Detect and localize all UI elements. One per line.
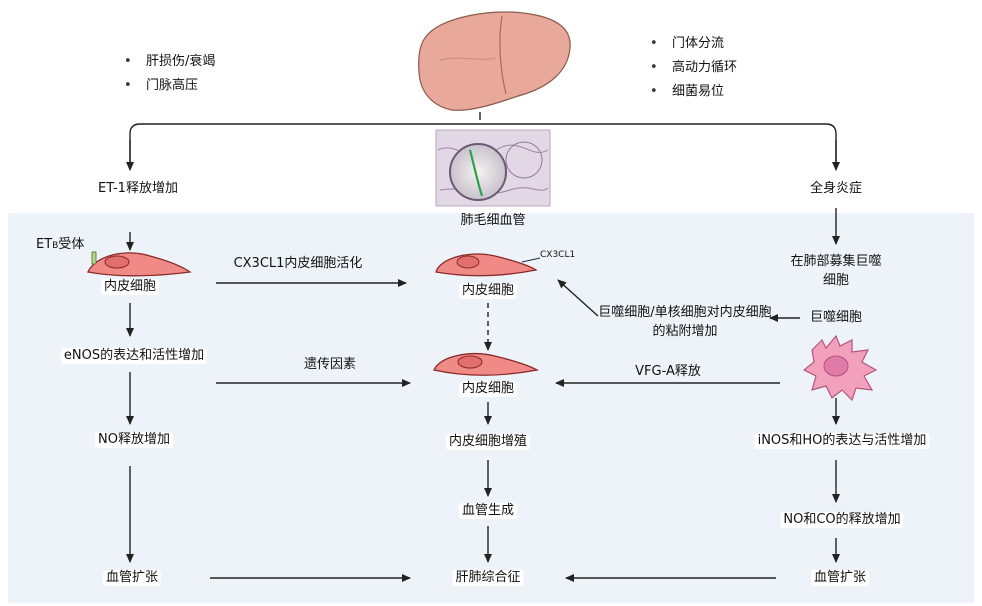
endothelial-cell-center — [434, 354, 537, 376]
risk-item: 高动力循环 — [650, 56, 737, 80]
genetic-factors-label: 遗传因素 — [304, 357, 356, 373]
endothelial-cell-label-center: 内皮细胞 — [459, 381, 517, 397]
cx3cl1-activation-label: CX3CL1内皮细胞活化 — [234, 256, 363, 272]
proliferation-label: 内皮细胞增殖 — [446, 434, 530, 450]
risk-item: 细菌易位 — [650, 80, 737, 104]
liver-illustration — [419, 12, 570, 110]
cx3cl1-pointer — [522, 258, 540, 262]
enos-label: eNOS的表达和活性增加 — [61, 348, 207, 364]
angiogenesis-label: 血管生成 — [459, 503, 517, 519]
liver-risk-list-left: 肝损伤/衰竭 门脉高压 — [124, 50, 215, 98]
hps-label: 肝肺综合征 — [452, 570, 523, 586]
etb-receptor-icon — [92, 252, 96, 264]
liver-risk-list-right: 门体分流 高动力循环 细菌易位 — [650, 32, 737, 104]
macrophage-illustration — [804, 336, 876, 400]
no-release-label: NO释放增加 — [95, 432, 173, 448]
inos-label: iNOS和HO的表达与活性增加 — [755, 433, 930, 449]
arrow-adhesion-to-cell — [558, 280, 598, 316]
risk-item: 门体分流 — [650, 32, 737, 56]
endothelial-cell-label-center-top: 内皮细胞 — [459, 283, 517, 299]
cx3cl1-tag: CX3CL1 — [540, 250, 575, 260]
vasodilation-label-right: 血管扩张 — [811, 570, 869, 586]
endothelial-cell-center-top — [436, 254, 540, 276]
et1-release-label: ET-1释放增加 — [98, 181, 178, 197]
no-co-label: NO和CO的释放增加 — [780, 512, 903, 528]
capillary-caption: 肺毛细血管 — [460, 213, 525, 229]
vegf-release-label: VFG-A释放 — [635, 364, 701, 380]
risk-item: 门脉高压 — [124, 74, 215, 98]
macrophage-label: 巨噬细胞 — [810, 310, 862, 326]
vasodilation-label-left: 血管扩张 — [103, 570, 161, 586]
endothelial-cell-label-left: 内皮细胞 — [101, 279, 159, 295]
etb-receptor-label: ETB受体 — [36, 237, 84, 254]
lung-aggregation-label: 在肺部募集巨噬细胞 — [790, 252, 882, 290]
lung-capillary-micrograph — [436, 130, 550, 206]
systemic-inflammation-label: 全身炎症 — [810, 181, 862, 197]
endothelial-cell-left — [88, 252, 190, 276]
adhesion-label: 巨噬细胞/单核细胞对内皮细胞的粘附增加 — [598, 303, 772, 341]
risk-item: 肝损伤/衰竭 — [124, 50, 215, 74]
